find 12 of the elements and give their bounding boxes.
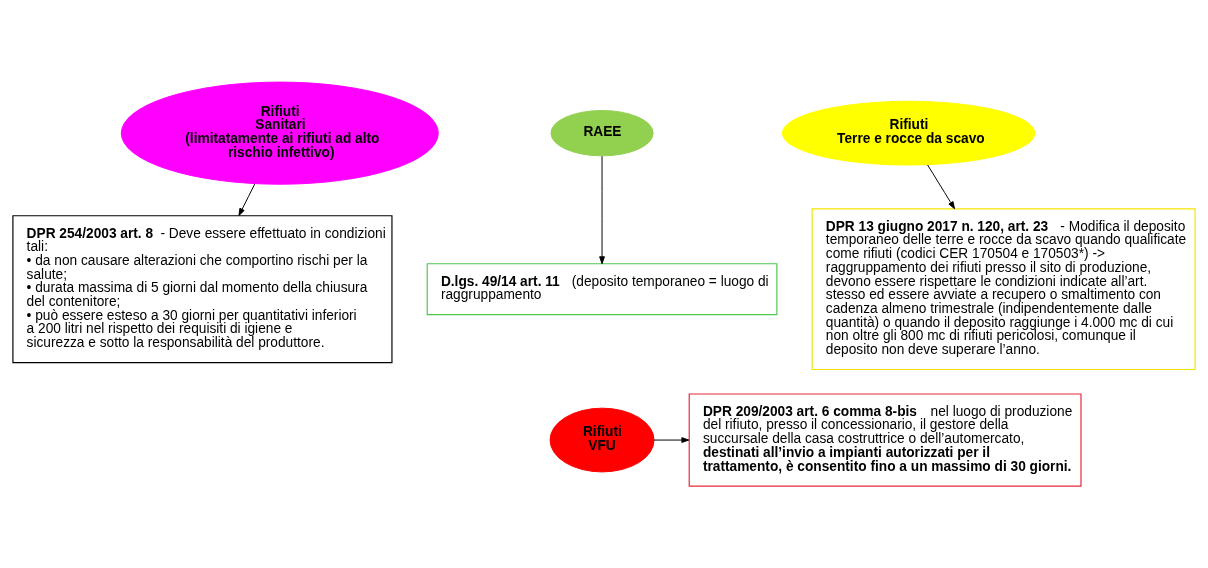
node-ellipse: RAEE bbox=[550, 110, 654, 157]
node-box: DPR 209/2003 art. 6 comma 8-bis nel luogo di produzione del rifiuto, presso il concessionario, il gestore della succursale della casa costruttrice o dell’automercato, destinati all’invio a impianti autorizzati per il trattamento, è consentito fino a un massimo di 30 giorni. bbox=[688, 393, 1082, 487]
node-box: DPR 254/2003 art. 8 - Deve essere effettuato in condizioni tali: • da non causare alterazioni che comportino rischi per la salute; • durata massima di 5 giorni dal momento della chiusura del contenitore; • può essere esteso a 30 giorni per quantitativi inferiori a 200 litri nel rispetto dei requisiti di igiene e sicurezza e sotto la responsabilità del produttore. bbox=[12, 215, 393, 364]
node-ellipse: Rifiuti Terre e rocce da scavo bbox=[781, 100, 1036, 166]
node-ellipse: Rifiuti VFU bbox=[549, 407, 655, 473]
node-ellipse: Rifiuti Sanitari (limitatamente ai rifiuti ad alto rischio infettivo) bbox=[120, 81, 439, 185]
arrow bbox=[238, 183, 256, 216]
arrow bbox=[599, 155, 605, 265]
node-box: DPR 13 giugno 2017 n. 120, art. 23 - Modifica il deposito temporaneo delle terre e rocce da scavo quando qualificate come rifiuti (codici CER 170504 e 170503*) -> raggruppamento dei rifiuti presso il sito di produzione, devono essere rispettare le condizioni indicate all’art. stesso ed essere avviate a recupero o smaltimento con cadenza almeno trimestrale (indipendentemente dalle quantità) o quando il deposito raggiunge i 4.000 mc di cui non oltre gli 800 mc di rifiuti pericolosi, comunque il deposito non deve superare l’anno. bbox=[811, 208, 1196, 371]
arrow bbox=[653, 437, 690, 443]
node-box: D.lgs. 49/14 art. 11 (deposito temporaneo = luogo di raggruppamento bbox=[426, 263, 778, 316]
arrow bbox=[927, 164, 956, 210]
